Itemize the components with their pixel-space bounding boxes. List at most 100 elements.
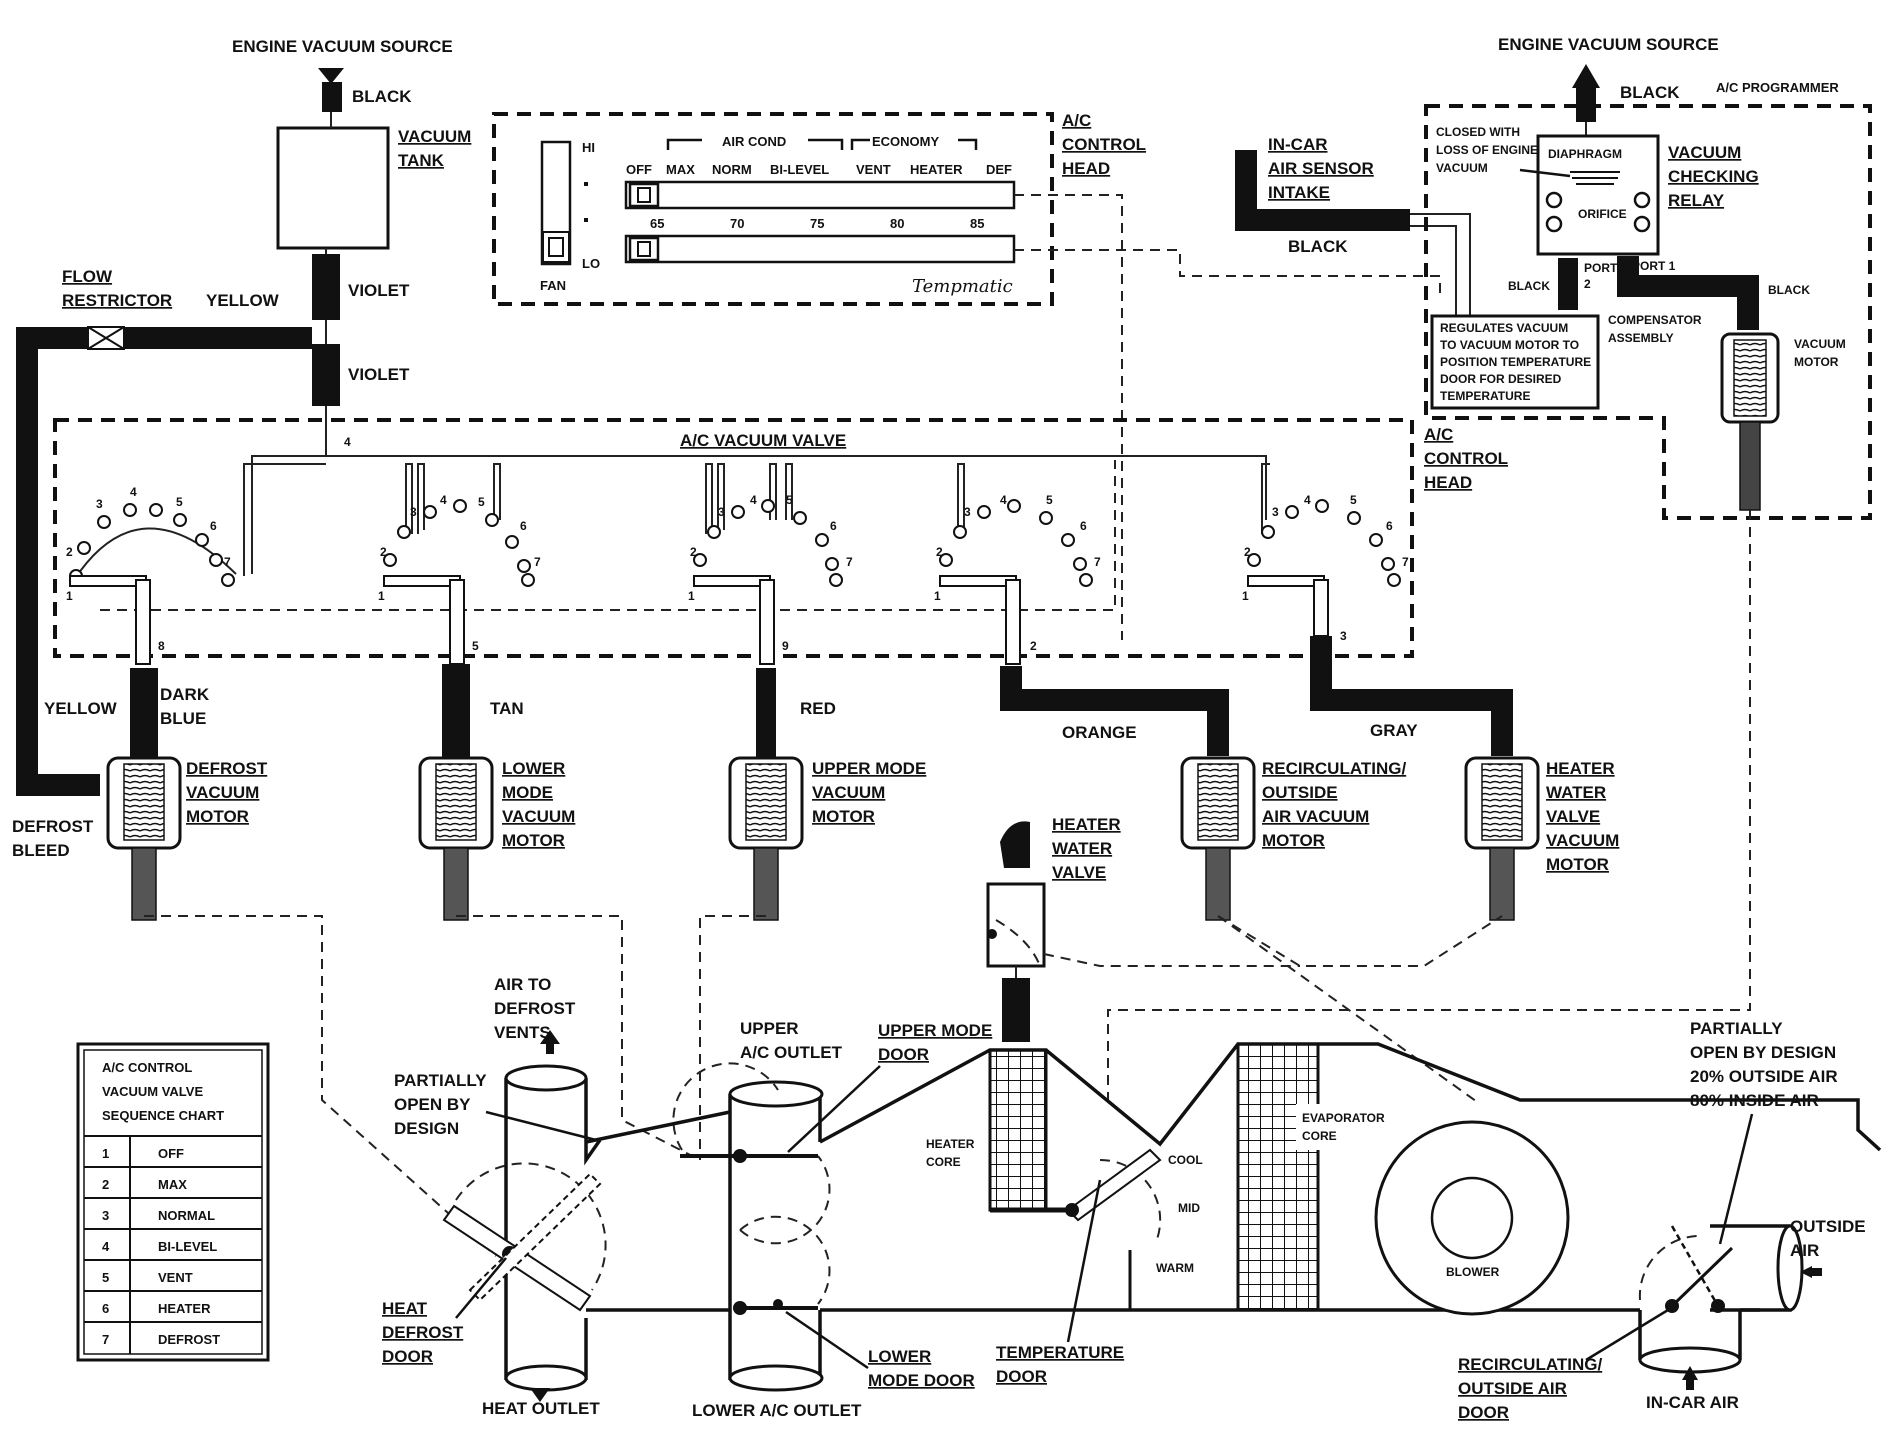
hwv-motor-1: HEATER: [1546, 759, 1615, 778]
heater-water-valve: [986, 882, 1046, 968]
temp-slider[interactable]: [624, 234, 1016, 264]
air-to-defrost-2: DEFROST: [494, 999, 576, 1018]
mode-norm[interactable]: NORM: [712, 162, 752, 177]
hwv-label-3: VALVE: [1052, 863, 1106, 882]
recirc-vacuum-motor: [1180, 756, 1256, 921]
violet-label-1: VIOLET: [348, 281, 410, 300]
violet-hose-lower: [312, 344, 340, 406]
defrost-bleed-label-2: BLEED: [12, 841, 70, 860]
heat-defrost-door-3: DOOR: [382, 1347, 433, 1366]
flow-restrictor-label-2: RESTRICTOR: [62, 291, 172, 310]
fan-knob[interactable]: [542, 231, 570, 263]
svg-text:1: 1: [378, 589, 385, 603]
recirc-motor-4: MOTOR: [1262, 831, 1325, 850]
hwv-motor-5: MOTOR: [1546, 855, 1609, 874]
svg-text:1: 1: [688, 589, 695, 603]
svg-text:5: 5: [1350, 493, 1357, 507]
mode-bi-level[interactable]: BI-LEVEL: [770, 162, 829, 177]
defrost-motor-3: MOTOR: [186, 807, 249, 826]
heater-core-label-2: CORE: [926, 1155, 961, 1169]
recirc-door-2: OUTSIDE AIR: [1458, 1379, 1567, 1398]
valve-dial-3[interactable]: 1 2 3 4 5 6 7 9: [688, 493, 853, 665]
svg-text:4: 4: [1304, 493, 1311, 507]
relay-port-b: [1545, 215, 1563, 233]
hwv-motor-2: WATER: [1546, 783, 1606, 802]
relay-port-d: [1633, 215, 1651, 233]
valve-dial-5[interactable]: 1 2 3 4 5 6 7 3: [1242, 493, 1409, 643]
mode-def[interactable]: DEF: [986, 162, 1012, 177]
heat-defrost-door-2: DEFROST: [382, 1323, 464, 1342]
partially-open-right-2: OPEN BY DESIGN: [1690, 1043, 1836, 1062]
hwv-label-1: HEATER: [1052, 815, 1121, 834]
upper-mode-door-1: UPPER MODE: [878, 1021, 992, 1040]
svg-text:5: 5: [786, 493, 793, 507]
svg-text:2: 2: [936, 545, 943, 559]
outside-air-2: AIR: [1790, 1241, 1819, 1260]
compensator-assembly: [1430, 314, 1600, 410]
fan-lo-label: LO: [582, 256, 600, 271]
control-head-panel: [492, 112, 1054, 306]
seq-n-1: 1: [102, 1146, 109, 1161]
red-hose: [756, 668, 776, 760]
svg-text:6: 6: [520, 519, 527, 533]
defrost-motor-2: VACUUM: [186, 783, 259, 802]
regulates-2: TO VACUUM MOTOR TO: [1440, 338, 1579, 352]
heater-hose-bottom: [1002, 978, 1030, 1042]
seq-n-2: 2: [102, 1177, 109, 1192]
in-car-sensor-hose: [1235, 150, 1410, 231]
seq-n-3: 3: [102, 1208, 109, 1223]
mode-slider[interactable]: [624, 180, 1016, 210]
vacuum-tank-label-2: TANK: [398, 151, 445, 170]
seq-label-4: BI-LEVEL: [158, 1239, 217, 1254]
yellow-label-bottom: YELLOW: [44, 699, 118, 718]
port-8-label: 8: [158, 639, 165, 653]
air-to-defrost-3: VENTS: [494, 1023, 551, 1042]
upper-ac-outlet-2: A/C OUTLET: [740, 1043, 843, 1062]
diaphragm-label: DIAPHRAGM: [1548, 147, 1622, 161]
relay-port-a: [1545, 191, 1563, 209]
black-port2-label: BLACK: [1508, 279, 1550, 293]
regulates-5: TEMPERATURE: [1440, 389, 1530, 403]
mode-max[interactable]: MAX: [666, 162, 695, 177]
lower-motor-2: MODE: [502, 783, 553, 802]
svg-text:1: 1: [1242, 589, 1249, 603]
temp-labels: 65 70 75 80 85: [650, 216, 984, 231]
recirc-motor-1: RECIRCULATING/: [1262, 759, 1406, 778]
svg-text:4: 4: [1000, 493, 1007, 507]
port1-hose: [1617, 256, 1759, 330]
upper-motor-2: VACUUM: [812, 783, 885, 802]
port2-label-1: PORT: [1584, 261, 1618, 275]
mode-heater[interactable]: HEATER: [910, 162, 963, 177]
recirc-motor-3: AIR VACUUM: [1262, 807, 1369, 826]
closed-note-2: LOSS OF ENGINE: [1436, 143, 1538, 157]
mid-label: MID: [1178, 1201, 1200, 1215]
sequence-chart: A/C CONTROL VACUUM VALVE SEQUENCE CHART …: [76, 1042, 270, 1362]
svg-text:7: 7: [1402, 555, 1409, 569]
ac-programmer-box: [1424, 104, 1872, 520]
relay-port-c: [1633, 191, 1651, 209]
svg-text:6: 6: [1080, 519, 1087, 533]
engine-source-right-label: ENGINE VACUUM SOURCE: [1498, 35, 1719, 54]
black-port1-label: BLACK: [1768, 283, 1810, 297]
tan-hose: [442, 664, 470, 760]
valve-dial-2[interactable]: 1 2 3 4 5 6 7 5: [378, 493, 541, 665]
heater-core-label-1: HEATER: [926, 1137, 975, 1151]
svg-text:3: 3: [1272, 505, 1279, 519]
seq-n-6: 6: [102, 1301, 109, 1316]
vcr-label-3: RELAY: [1668, 191, 1725, 210]
compensator-1: COMPENSATOR: [1608, 313, 1702, 327]
seq-n-7: 7: [102, 1332, 109, 1347]
control-head-mid-2: CONTROL: [1424, 449, 1508, 468]
mode-off[interactable]: OFF: [626, 162, 652, 177]
in-car-sensor-1: IN-CAR: [1268, 135, 1328, 154]
defrost-vacuum-motor: [106, 756, 182, 921]
mode-vent[interactable]: VENT: [856, 162, 891, 177]
valve-dial-4[interactable]: 1 2 3 4 5 6 7 2: [934, 493, 1101, 665]
cool-label: COOL: [1168, 1153, 1203, 1167]
valve-dial-1[interactable]: 1 2 3 4 5 6 7 8: [66, 485, 237, 665]
svg-text:3: 3: [964, 505, 971, 519]
heat-outlet-label: HEAT OUTLET: [482, 1399, 600, 1418]
heater-core: [988, 1048, 1048, 1212]
hwv-motor-3: VALVE: [1546, 807, 1600, 826]
